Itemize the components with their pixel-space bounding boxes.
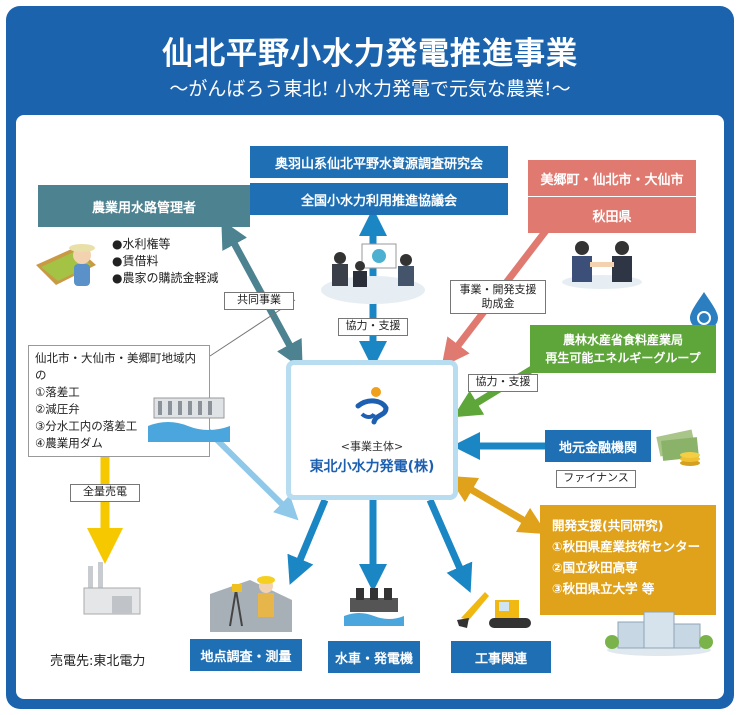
center-company-box: <事業主体> 東北小水力発電(株) xyxy=(286,360,458,500)
company-logo-icon xyxy=(355,387,389,425)
page-title: 仙北平野小水力発電推進事業 xyxy=(162,36,578,72)
list-item: ①落差工 xyxy=(35,385,80,399)
center-role: <事業主体> xyxy=(340,440,404,453)
weir-illustration xyxy=(148,392,230,446)
turbine-box: 水車・発電機 xyxy=(328,641,420,673)
water-manager-box: 農業用水路管理者 xyxy=(38,185,250,227)
ministry-line2: 再生可能エネルギーグループ xyxy=(545,351,701,365)
list-item: ④農業用ダム xyxy=(35,436,103,450)
research-title: 開発支援(共同研究) xyxy=(552,518,664,533)
research-box: 開発支援(共同研究) ①秋田県産業技術センター ②国立秋田高専 ③秋田県立大学 … xyxy=(540,505,716,615)
municipalities-box: 美郷町・仙北市・大仙市 xyxy=(528,160,696,196)
water-manager-list: ●水利権等 ●賃借料 ●農家の購読金軽減 xyxy=(112,236,218,287)
page-subtitle: 〜がんばろう東北! 小水力発電で元気な農業!〜 xyxy=(169,78,571,100)
arrow-construction xyxy=(426,498,473,593)
water-drop-icon xyxy=(688,290,720,334)
farmer-illustration xyxy=(36,235,100,294)
list-item: ②国立秋田高専 xyxy=(552,560,638,575)
list-item: ③秋田県立大学 等 xyxy=(552,581,655,596)
finance-label: ファイナンス xyxy=(556,470,636,488)
water-manager-title: 農業用水路管理者 xyxy=(91,200,196,216)
list-item: ●農家の購読金軽減 xyxy=(112,271,219,285)
cooperation-label-center: 協力・支援 xyxy=(338,318,408,336)
excavator-illustration xyxy=(455,588,539,638)
finance-box: 地元金融機関 xyxy=(545,430,651,462)
list-item: ③分水工内の落差工 xyxy=(35,419,138,433)
power-buyer: 売電先:東北電力 xyxy=(50,654,146,669)
prefecture-box: 秋田県 xyxy=(528,197,696,233)
ministry-line1: 農林水産省食料産業局 xyxy=(562,333,683,347)
grant-label-line1: 事業・開発支援 xyxy=(459,283,537,296)
national-council-box: 全国小水力利用推進協議会 xyxy=(250,183,508,215)
list-item: ②減圧弁 xyxy=(35,402,80,416)
center-name: 東北小水力発電(株) xyxy=(309,459,435,475)
ministry-box: 農林水産省食料産業局 再生可能エネルギーグループ xyxy=(530,325,716,373)
grant-label-line2: 助成金 xyxy=(481,297,515,311)
sites-heading: 仙北市・大仙市・美郷町地域内の xyxy=(35,351,196,382)
power-plant-illustration xyxy=(82,558,144,622)
arrow-research xyxy=(447,475,548,535)
sell-power-label: 全量売電 xyxy=(70,484,140,502)
turbine-illustration xyxy=(344,584,404,630)
handshake-illustration xyxy=(560,238,645,294)
grant-label: 事業・開発支援 助成金 xyxy=(450,280,546,314)
joint-project-label: 共同事業 xyxy=(224,292,294,310)
university-illustration xyxy=(604,606,714,660)
list-item: ●賃借料 xyxy=(112,254,159,268)
survey-box: 地点調査・測量 xyxy=(190,639,302,671)
list-item: ①秋田県産業技術センター xyxy=(552,539,701,554)
arrow-sites-survey xyxy=(202,425,299,521)
research-council-box: 奥羽山系仙北平野水資源調査研究会 xyxy=(250,146,508,178)
money-icon xyxy=(656,425,704,471)
list-item: ●水利権等 xyxy=(112,237,171,251)
cooperation-label-right: 協力・支援 xyxy=(468,374,538,392)
meeting-illustration xyxy=(318,238,428,312)
construction-box: 工事関連 xyxy=(451,641,551,673)
arrow-survey xyxy=(287,498,329,585)
surveyor-illustration xyxy=(210,560,292,636)
